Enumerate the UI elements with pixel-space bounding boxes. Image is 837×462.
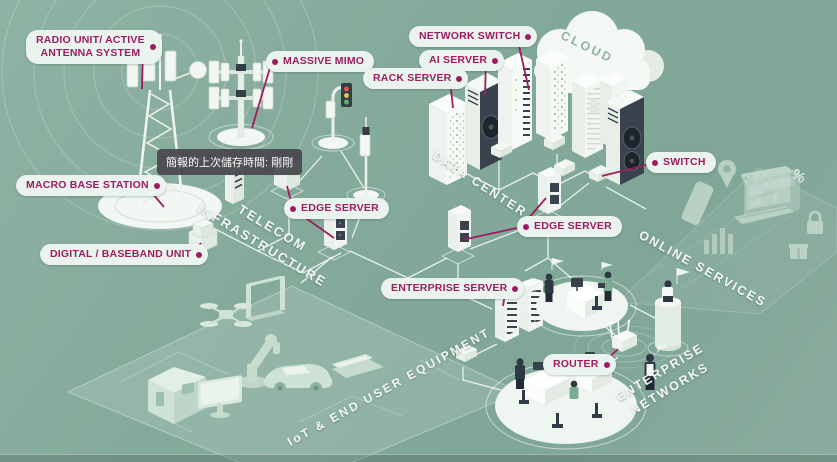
label-rack-server-text: RACK SERVER xyxy=(373,72,452,84)
connector-dot-icon xyxy=(652,159,658,166)
connector-dot-icon xyxy=(512,285,519,292)
label-massive-mimo[interactable]: MASSIVE MIMO xyxy=(266,51,375,73)
label-enterprise-server[interactable]: ENTERPRISE SERVER xyxy=(381,278,525,300)
meeting-group-1 xyxy=(527,258,637,337)
label-macro-base-station[interactable]: MACRO BASE STATION xyxy=(16,175,166,197)
connector-dot-icon xyxy=(523,223,529,230)
label-switch-text: SWITCH xyxy=(663,156,706,168)
pillar-person-illustration xyxy=(647,268,690,357)
connector-dot-icon xyxy=(456,75,463,82)
label-radio-unit-text: RADIO UNIT/ ACTIVE ANTENNA SYSTEM xyxy=(36,34,145,60)
baseband-unit-illustration xyxy=(188,218,218,253)
data-center-racks xyxy=(429,50,644,185)
connector-dot-icon xyxy=(196,251,203,258)
traffic-light-small-cell-illustration xyxy=(311,83,355,152)
label-digital-baseband-unit[interactable]: DIGITAL / BASEBAND UNIT xyxy=(40,244,209,266)
connector-dot-icon xyxy=(290,205,296,212)
connector-dot-icon xyxy=(603,361,610,368)
connector-dot-icon xyxy=(492,57,499,64)
person-icon xyxy=(544,258,564,302)
small-cell-pole-illustration xyxy=(346,117,386,203)
label-massive-mimo-text: MASSIVE MIMO xyxy=(283,55,365,67)
slide-bottom-edge xyxy=(0,454,837,462)
label-network-switch-text: NETWORK SWITCH xyxy=(419,30,521,42)
online-services-platform xyxy=(616,160,837,315)
connector-dot-icon xyxy=(153,182,160,189)
label-router-text: ROUTER xyxy=(553,358,599,370)
label-ai-server-text: AI SERVER xyxy=(429,54,488,66)
label-edge-server-right-text: EDGE SERVER xyxy=(534,220,612,232)
massive-mimo-illustration xyxy=(208,39,274,150)
person-icon xyxy=(569,380,579,399)
label-ai-server[interactable]: AI SERVER xyxy=(419,50,505,72)
edge-server-tower-mid xyxy=(440,205,476,265)
label-digital-baseband-unit-text: DIGITAL / BASEBAND UNIT xyxy=(50,248,192,260)
label-edge-server-right[interactable]: EDGE SERVER xyxy=(517,216,622,238)
person-icon xyxy=(598,262,613,301)
label-enterprise-server-text: ENTERPRISE SERVER xyxy=(391,282,508,294)
autosave-tooltip: 簡報的上次儲存時間: 剛剛 xyxy=(157,149,303,175)
router-illustration xyxy=(573,318,675,369)
label-edge-server-left[interactable]: EDGE SERVER xyxy=(284,198,389,220)
person-icon xyxy=(515,358,525,389)
label-rack-server[interactable]: RACK SERVER xyxy=(363,68,469,90)
label-network-switch[interactable]: NETWORK SWITCH xyxy=(409,26,538,48)
connector-dot-icon xyxy=(525,33,532,40)
label-edge-server-left-text: EDGE SERVER xyxy=(301,202,379,214)
label-radio-unit[interactable]: RADIO UNIT/ ACTIVE ANTENNA SYSTEM xyxy=(26,30,162,65)
iot-platform xyxy=(66,276,522,462)
label-switch[interactable]: SWITCH xyxy=(646,152,716,174)
iot-ghost-icons xyxy=(148,276,384,424)
connector-dot-icon xyxy=(149,44,156,51)
person-icon xyxy=(644,344,669,390)
connector-dot-icon xyxy=(272,58,278,65)
label-macro-base-station-text: MACRO BASE STATION xyxy=(26,179,149,191)
label-router[interactable]: ROUTER xyxy=(543,354,616,376)
